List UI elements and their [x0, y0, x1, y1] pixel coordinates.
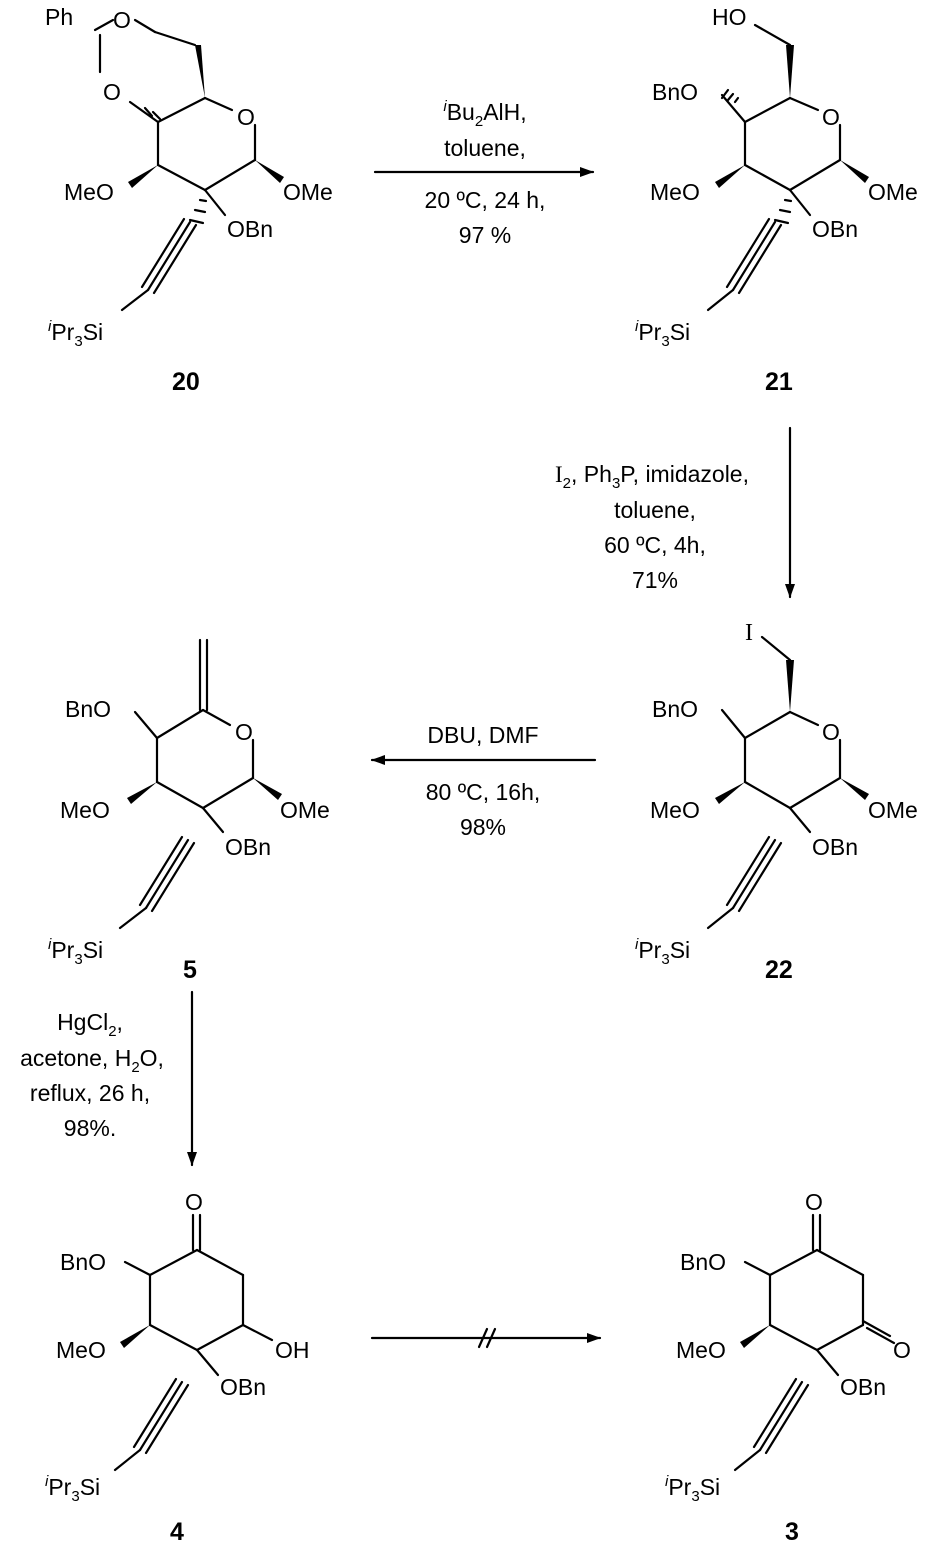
ring-oxygen-label: O [113, 7, 131, 33]
compound-number: 5 [183, 956, 197, 984]
compound-number: 22 [765, 956, 793, 984]
molecule-21: HO BnO O MeO OMe OBn iPr3Si 21 [635, 4, 918, 396]
reagent-label: HgCl2, [57, 1009, 123, 1040]
reagent-label: DBU, DMF [427, 722, 538, 748]
benzyloxy-label: OBn [227, 216, 273, 242]
solvent-label: toluene, [444, 135, 526, 161]
benzyloxy-label: BnO [680, 1249, 726, 1275]
hashed-bond [143, 106, 162, 121]
tips-label: iPr3Si [635, 936, 690, 968]
yield-label: 98% [460, 814, 506, 840]
methoxy-label: MeO [676, 1337, 726, 1363]
pyran-oxygen-label: O [237, 104, 255, 130]
compound-number: 3 [785, 1518, 799, 1544]
conditions-label: 60 ºC, 4h, [604, 532, 706, 558]
methoxy-label: OMe [868, 179, 918, 205]
ketone-oxygen-label: O [893, 1337, 911, 1363]
methoxy-label: OMe [283, 179, 333, 205]
methoxy-label: MeO [64, 179, 114, 205]
pyran-oxygen-label: O [235, 719, 253, 745]
reaction-arrow-4: HgCl2, acetone, H2O, reflux, 26 h, 98%. [20, 990, 197, 1167]
pyran-oxygen-label: O [822, 104, 840, 130]
benzyloxy-label: OBn [812, 834, 858, 860]
ketone-oxygen-label: O [185, 1189, 203, 1215]
benzyloxy-label: OBn [840, 1374, 886, 1400]
benzyloxy-label: OBn [220, 1374, 266, 1400]
yield-label: 98%. [64, 1115, 116, 1141]
conditions-label: reflux, 26 h, [30, 1080, 150, 1106]
reaction-arrow-1: iBu2AlH, toluene, 20 ºC, 24 h, 97 % [373, 98, 595, 248]
benzyloxy-label: BnO [652, 696, 698, 722]
molecule-4: O BnO MeO OH OBn iPr3Si 4 [45, 1189, 310, 1544]
benzyloxy-label: BnO [60, 1249, 106, 1275]
solvent-label: acetone, H2O, [20, 1045, 164, 1076]
compound-number: 21 [765, 368, 793, 396]
methoxy-label: MeO [650, 797, 700, 823]
hydroxyl-label: OH [275, 1337, 310, 1363]
reagent-label: I2, Ph3P, imidazole, [555, 461, 749, 492]
yield-label: 97 % [459, 222, 511, 248]
solvent-label: toluene, [614, 497, 696, 523]
hashed-bond [720, 88, 740, 104]
ring-oxygen-label: O [103, 79, 121, 105]
molecule-3: O O BnO MeO OBn iPr3Si 3 [665, 1189, 911, 1544]
tips-label: iPr3Si [665, 1473, 720, 1505]
benzyloxy-label: OBn [225, 834, 271, 860]
tips-label: iPr3Si [635, 318, 690, 350]
hydroxyl-label: HO [712, 4, 747, 30]
alkyne-hash [188, 198, 208, 225]
methoxy-label: OMe [280, 797, 330, 823]
molecule-22: I BnO O MeO OMe OBn iPr3Si 22 [635, 620, 918, 984]
ketone-oxygen-label: O [805, 1189, 823, 1215]
benzyloxy-label: BnO [652, 79, 698, 105]
tips-label: iPr3Si [48, 318, 103, 350]
alkyne-hash [773, 198, 793, 225]
compound-number: 20 [172, 368, 200, 396]
benzyloxy-label: OBn [812, 216, 858, 242]
compound-number: 4 [170, 1518, 184, 1544]
conditions-label: 80 ºC, 16h, [426, 779, 541, 805]
iodine-label: I [745, 620, 753, 646]
pyran-oxygen-label: O [822, 719, 840, 745]
failed-reaction-arrow [370, 1327, 602, 1349]
methoxy-label: MeO [60, 797, 110, 823]
tips-label: iPr3Si [48, 936, 103, 968]
methoxy-label: MeO [56, 1337, 106, 1363]
reagent-label: iBu2AlH, [443, 98, 526, 130]
molecule-5: BnO O MeO OMe OBn iPr3Si 5 [48, 638, 330, 984]
methoxy-label: OMe [868, 797, 918, 823]
reaction-arrow-3: DBU, DMF 80 ºC, 16h, 98% [370, 722, 597, 840]
benzyloxy-label: BnO [65, 696, 111, 722]
phenyl-label: Ph [45, 4, 73, 30]
reaction-arrow-2: I2, Ph3P, imidazole, toluene, 60 ºC, 4h,… [555, 426, 795, 599]
methoxy-label: MeO [650, 179, 700, 205]
yield-label: 71% [632, 567, 678, 593]
molecule-20: Ph O O O MeO OMe OBn iPr3Si 20 [45, 4, 333, 396]
conditions-label: 20 ºC, 24 h, [425, 187, 546, 213]
tips-label: iPr3Si [45, 1473, 100, 1505]
